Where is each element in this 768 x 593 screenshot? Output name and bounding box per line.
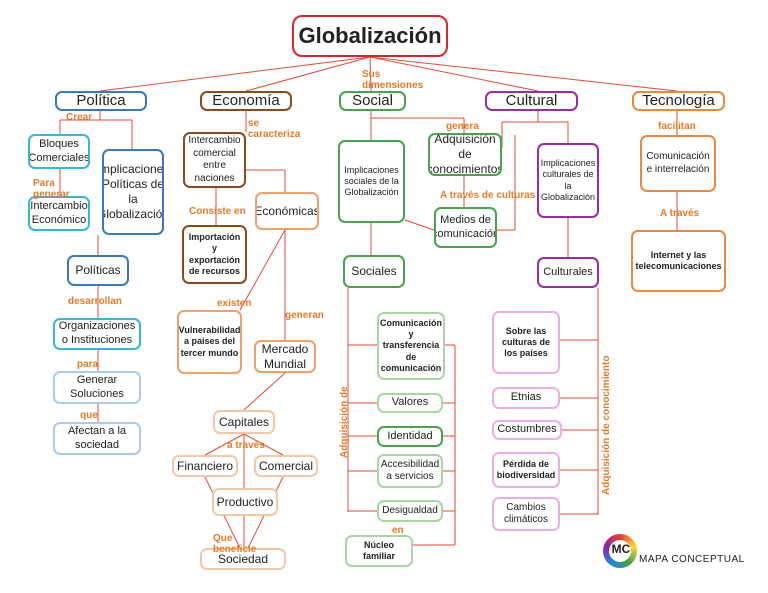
logo-ring-icon <box>603 534 637 568</box>
label-crear: Crear <box>66 112 93 123</box>
node-bloques-comerciales: Bloques Comerciales <box>28 134 90 169</box>
node-nucleo-familiar: Núcleo familiar <box>345 535 413 567</box>
node-productivo: Productivo <box>212 488 278 516</box>
node-generar-soluciones: Generar Soluciones <box>53 371 141 404</box>
node-implicaciones-sociales: Implicaciones sociales de la Globalizaci… <box>338 140 405 223</box>
node-sociales: Sociales <box>343 255 405 288</box>
category-politica: Política <box>55 91 147 111</box>
node-perdida-biodiversidad: Pérdida de biodiversidad <box>492 452 560 488</box>
node-afectan-sociedad: Afectan a la sociedad <box>53 422 141 455</box>
label-se-caracteriza: se caracteriza <box>248 118 301 140</box>
node-comunicacion-interrelacion: Comunicación e interrelación <box>640 135 716 192</box>
label-a-traves-tecnologia: A través <box>660 208 700 219</box>
node-intercambio-comercial: Intercambio comercial entre naciones <box>183 132 246 188</box>
node-financiero: Financiero <box>172 455 238 477</box>
node-economicas: Económicas <box>255 192 319 230</box>
label-sus-dimensiones: Sus dimensiones <box>362 69 424 91</box>
logo-name: MAPA CONCEPTUAL <box>639 554 745 565</box>
node-etnias: Etnias <box>492 387 560 409</box>
category-cultural: Cultural <box>485 91 578 111</box>
label-que-beneficie: Que beneficie <box>213 533 257 555</box>
node-sobre-culturas: Sobre las culturas de los países <box>492 311 560 374</box>
node-vulnerabilidad: Vulnerabilidad a países del tercer mundo <box>177 310 242 374</box>
category-economia: Economía <box>200 91 292 111</box>
node-cambios-climaticos: Cambios climáticos <box>492 497 560 531</box>
label-existen: existen <box>217 298 252 309</box>
node-culturales: Culturales <box>537 257 599 288</box>
node-accesibilidad: Accesibilidad a servicios <box>377 454 443 488</box>
mapa-conceptual-logo: MC MAPA CONCEPTUAL <box>603 532 758 576</box>
node-comunicacion-transferencia: Comunicación y transferencia de comunica… <box>377 312 445 380</box>
label-a-traves-culturas: A través de culturas <box>440 190 536 201</box>
category-tecnologia: Tecnología <box>632 91 725 111</box>
label-generan: generan <box>285 310 324 321</box>
node-valores: Valores <box>377 393 443 413</box>
label-a-traves: a través <box>227 440 265 451</box>
node-implicaciones-culturales: Implicaciones culturales de la Globaliza… <box>537 143 599 218</box>
main-title: Globalización <box>292 15 448 57</box>
node-identidad: Identidad <box>377 426 443 447</box>
node-implicaciones-politicas: Implicaciones Políticas de la Globalizac… <box>102 149 164 235</box>
node-politicas: Políticas <box>67 255 129 286</box>
node-desigualdad: Desigualdad <box>377 500 443 522</box>
label-que: que <box>80 410 98 421</box>
node-costumbres: Costumbres <box>492 420 562 440</box>
node-capitales: Capitales <box>213 410 275 434</box>
label-adquisicion-de-conocimiento: Adquisición de conocimiento <box>601 355 612 495</box>
node-medios-comunicacion: Medios de comunicación <box>434 207 497 248</box>
node-mercado-mundial: Mercado Mundial <box>254 340 316 373</box>
label-consiste-en: Consiste en <box>189 206 246 217</box>
label-para-generar: Para generar <box>33 178 70 200</box>
label-desarrollan: desarrollan <box>68 296 122 307</box>
label-adquisicion-de: Adquisición de <box>339 386 350 458</box>
label-genera: genera <box>446 121 479 132</box>
node-organizaciones: Organizaciones o Instituciones <box>53 318 141 350</box>
node-importacion: Importación y exportación de recursos <box>182 225 247 284</box>
node-adquisicion-conocimientos: Adquisición de conocimientos <box>428 133 502 176</box>
label-en: en <box>392 525 404 536</box>
category-social: Social <box>339 91 406 111</box>
logo-monogram: MC <box>611 542 631 556</box>
label-facilitan: facilitan <box>658 121 696 132</box>
node-internet-telecomunicaciones: Internet y las telecomunicaciones <box>631 230 726 292</box>
node-sociedad: Sociedad <box>200 548 286 570</box>
node-comercial: Comercial <box>254 455 318 477</box>
label-para: para <box>77 359 99 370</box>
node-intercambio-economico: Intercambio Económico <box>28 196 90 231</box>
